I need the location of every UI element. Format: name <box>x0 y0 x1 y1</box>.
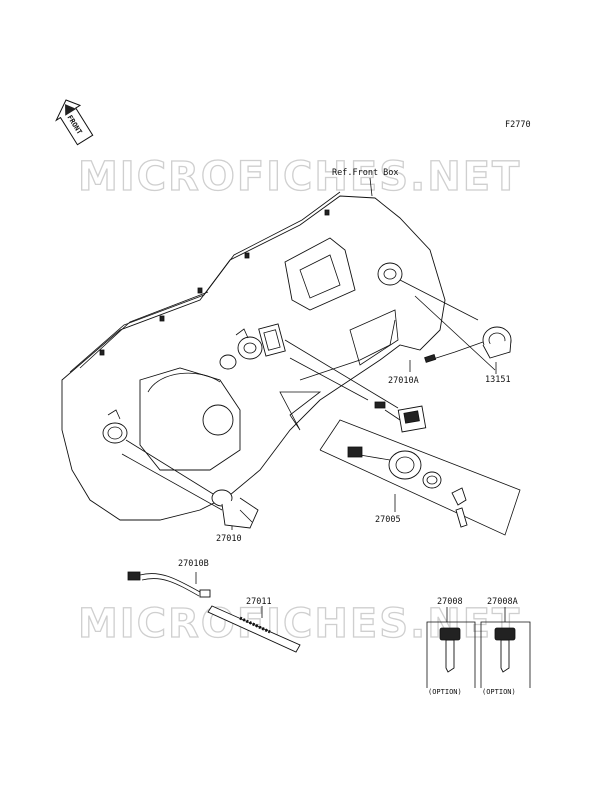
ref-front-box-label: Ref.Front Box <box>332 168 399 178</box>
part-27010A-switch <box>374 401 427 433</box>
watermark-top: MICROFICHES.NET <box>78 154 521 200</box>
part-27008-key: 27008 (OPTION) <box>426 597 476 696</box>
part-27010B-harness: 27010B <box>127 559 211 598</box>
option-label-27008A: (OPTION) <box>482 688 516 696</box>
figure-code: F2770 <box>505 120 531 130</box>
part-27010-knob <box>211 489 259 529</box>
label-27011: 27011 <box>246 597 272 607</box>
part-27008A-key: 27008A (OPTION) <box>480 597 531 696</box>
label-27008: 27008 <box>437 597 463 607</box>
label-27008A: 27008A <box>487 597 518 607</box>
part-27011-strip: 27011 <box>207 597 301 653</box>
label-27005: 27005 <box>375 515 401 525</box>
option-label-27008: (OPTION) <box>428 688 462 696</box>
label-27010B: 27010B <box>178 559 209 569</box>
label-13151: 13151 <box>485 375 511 385</box>
label-27010A: 27010A <box>388 376 419 386</box>
front-panel <box>61 191 446 521</box>
label-27010: 27010 <box>216 534 242 544</box>
part-27005-ignition-kit <box>347 446 468 528</box>
front-arrow-icon: FRONT <box>55 99 94 146</box>
part-13151-socket <box>424 326 512 363</box>
